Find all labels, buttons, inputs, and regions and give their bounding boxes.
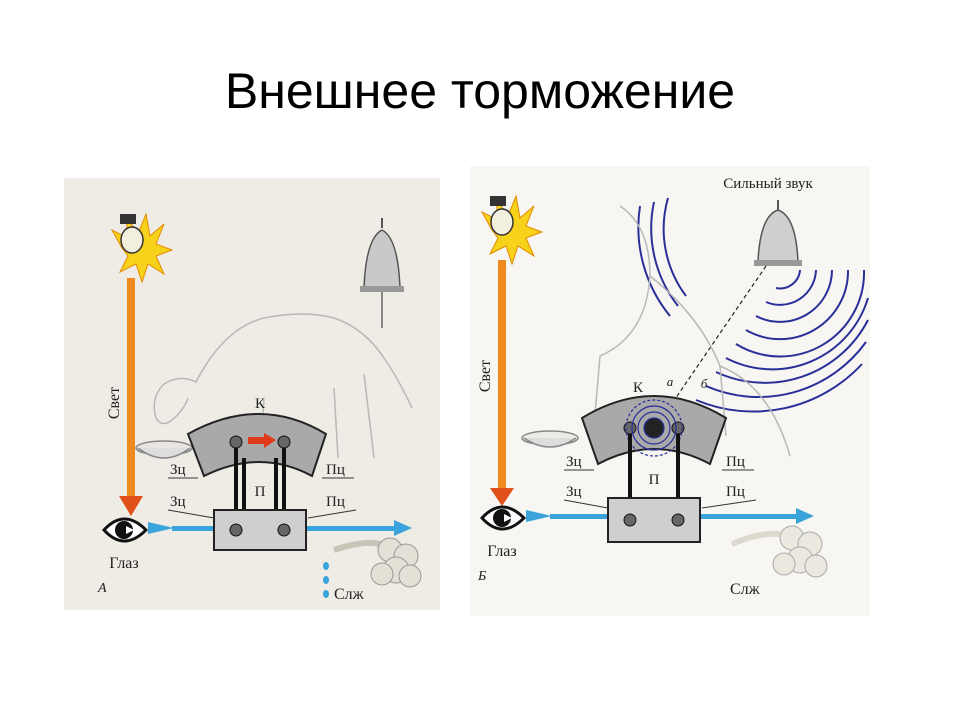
diagram-panel-b: Сильный звук Свет <box>470 166 870 616</box>
panel-letter: Б <box>477 569 486 584</box>
eye-icon <box>479 505 527 531</box>
saliva-drops <box>323 562 329 598</box>
sound-pathway <box>657 265 767 425</box>
saliva-label: Слж <box>730 581 761 598</box>
pc-top-label: Пц <box>726 454 745 470</box>
eye-label: Глаз <box>109 555 138 572</box>
cortex-label: К <box>633 380 644 396</box>
focus-a-label: а <box>667 374 674 389</box>
saliva-label: Слж <box>334 586 365 603</box>
diagram-panel-a: Свет Глаз А К <box>64 178 440 610</box>
cortex-block <box>186 413 328 478</box>
zc-bottom-label: Зц <box>170 494 186 510</box>
pc-top-label: Пц <box>326 462 345 478</box>
lamp-icon <box>110 212 174 284</box>
light-ray-arrow <box>119 278 143 516</box>
subcortex-label: П <box>649 472 660 488</box>
visual-pathway-line <box>526 508 814 524</box>
subcortex-block <box>607 497 701 543</box>
lamp-icon <box>480 194 544 266</box>
food-bowl <box>521 430 579 448</box>
bell-icon <box>754 200 802 266</box>
inhibition-focus <box>625 399 683 457</box>
light-label: Свет <box>106 387 123 419</box>
eye-label: Глаз <box>487 543 516 560</box>
pc-bottom-label: Пц <box>726 484 745 500</box>
food-bowl <box>135 440 193 459</box>
visual-pathway-line <box>148 520 412 536</box>
subcortex-label: П <box>255 484 266 500</box>
eye-icon <box>101 517 149 543</box>
salivary-gland <box>333 537 422 588</box>
subcortex-block <box>213 509 307 551</box>
bell-icon <box>360 218 404 328</box>
zc-top-label: Зц <box>566 454 582 470</box>
strong-sound-label: Сильный звук <box>723 176 813 192</box>
pc-bottom-label: Пц <box>326 494 345 510</box>
panel-letter: А <box>97 581 107 596</box>
light-label: Свет <box>477 360 494 392</box>
salivary-gland <box>730 525 828 578</box>
neural-pathways <box>628 434 680 500</box>
cortex-label: К <box>255 396 266 412</box>
sound-waves <box>637 197 869 413</box>
neural-pathways <box>234 448 286 512</box>
zc-bottom-label: Зц <box>566 484 582 500</box>
focus-b-label: б <box>701 376 708 391</box>
slide-title: Внешнее торможение <box>224 63 736 119</box>
zc-top-label: Зц <box>170 462 186 478</box>
light-ray-arrow <box>490 260 514 506</box>
